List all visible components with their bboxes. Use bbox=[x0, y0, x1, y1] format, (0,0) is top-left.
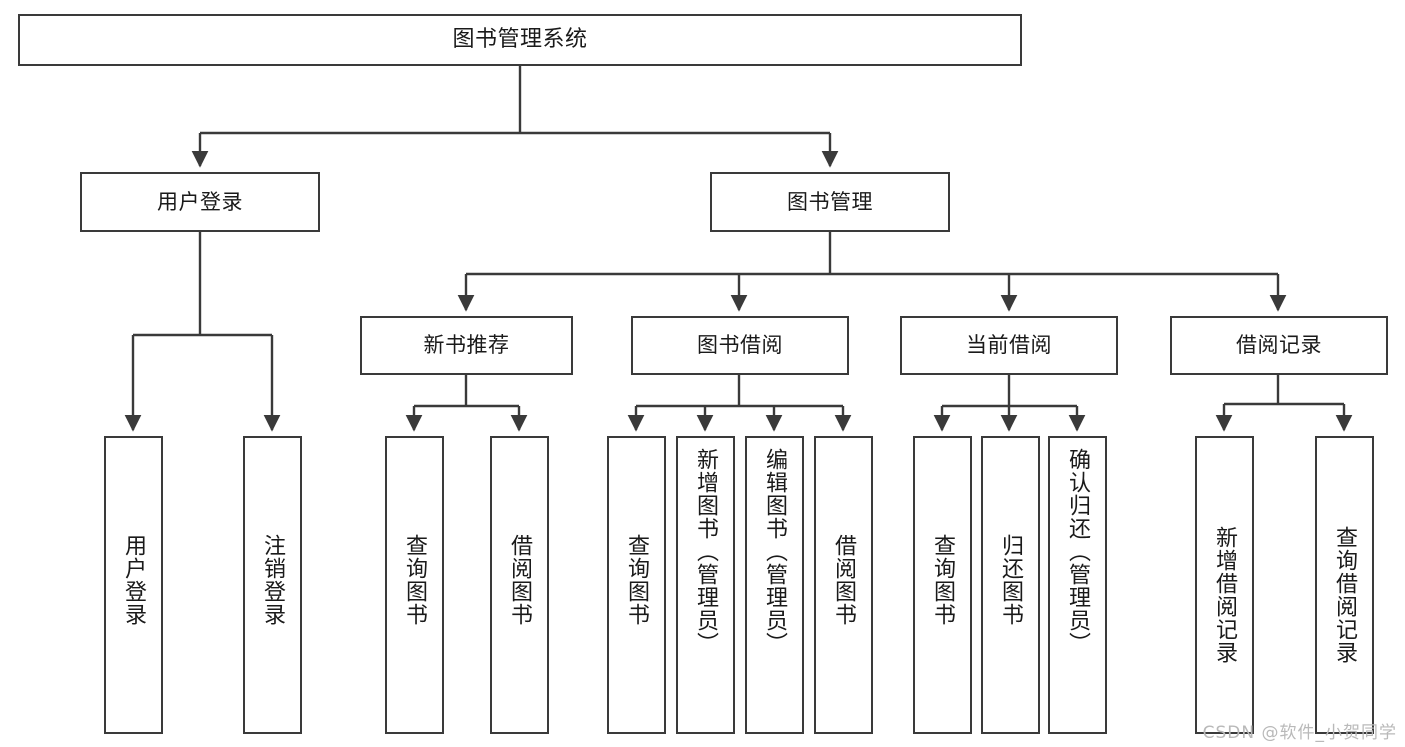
node-current-borrow[interactable]: 当前借阅 bbox=[900, 316, 1118, 375]
node-leaf-query-book-1[interactable]: 查询图书 bbox=[385, 436, 444, 734]
node-leaf-confirm-return[interactable]: 确认归还（管理员） bbox=[1048, 436, 1107, 734]
node-book-manage-label: 图书管理 bbox=[787, 189, 873, 214]
node-leaf-query-book-3[interactable]: 查询图书 bbox=[913, 436, 972, 734]
node-leaf-add-record-label: 新增借阅记录 bbox=[1212, 526, 1238, 664]
node-leaf-query-book-2[interactable]: 查询图书 bbox=[607, 436, 666, 734]
node-book-borrow[interactable]: 图书借阅 bbox=[631, 316, 849, 375]
node-leaf-return-book[interactable]: 归还图书 bbox=[981, 436, 1040, 734]
node-leaf-edit-book-label: 编辑图书（管理员） bbox=[762, 448, 788, 655]
node-leaf-borrow-book-1[interactable]: 借阅图书 bbox=[490, 436, 549, 734]
node-leaf-logout[interactable]: 注销登录 bbox=[243, 436, 302, 734]
node-user-login-label: 用户登录 bbox=[157, 189, 243, 214]
node-leaf-return-book-label: 归还图书 bbox=[998, 534, 1024, 626]
node-leaf-add-book[interactable]: 新增图书（管理员） bbox=[676, 436, 735, 734]
watermark: CSDN @软件_小贺同学 bbox=[1202, 723, 1397, 743]
node-leaf-query-record[interactable]: 查询借阅记录 bbox=[1315, 436, 1374, 734]
node-leaf-borrow-book-1-label: 借阅图书 bbox=[507, 534, 533, 626]
node-current-borrow-label: 当前借阅 bbox=[966, 333, 1052, 358]
node-leaf-add-book-label: 新增图书（管理员） bbox=[693, 448, 719, 655]
node-root-label: 图书管理系统 bbox=[452, 27, 588, 53]
node-leaf-borrow-book-2[interactable]: 借阅图书 bbox=[814, 436, 873, 734]
node-leaf-edit-book[interactable]: 编辑图书（管理员） bbox=[745, 436, 804, 734]
node-new-book-rec-label: 新书推荐 bbox=[423, 333, 510, 358]
node-leaf-borrow-book-2-label: 借阅图书 bbox=[831, 534, 857, 626]
node-borrow-record-label: 借阅记录 bbox=[1236, 333, 1322, 358]
node-leaf-user-login[interactable]: 用户登录 bbox=[104, 436, 163, 734]
node-leaf-query-book-3-label: 查询图书 bbox=[930, 534, 956, 626]
node-root[interactable]: 图书管理系统 bbox=[18, 14, 1022, 66]
node-user-login[interactable]: 用户登录 bbox=[80, 172, 320, 232]
node-leaf-query-book-1-label: 查询图书 bbox=[402, 534, 428, 626]
node-leaf-user-login-label: 用户登录 bbox=[121, 534, 147, 626]
node-leaf-add-record[interactable]: 新增借阅记录 bbox=[1195, 436, 1254, 734]
node-leaf-query-book-2-label: 查询图书 bbox=[624, 534, 650, 626]
node-borrow-record[interactable]: 借阅记录 bbox=[1170, 316, 1388, 375]
node-new-book-rec[interactable]: 新书推荐 bbox=[360, 316, 573, 375]
node-leaf-confirm-return-label: 确认归还（管理员） bbox=[1065, 448, 1091, 655]
node-book-borrow-label: 图书借阅 bbox=[697, 333, 783, 358]
node-book-manage[interactable]: 图书管理 bbox=[710, 172, 950, 232]
node-leaf-query-record-label: 查询借阅记录 bbox=[1332, 526, 1358, 664]
node-leaf-logout-label: 注销登录 bbox=[260, 534, 286, 626]
